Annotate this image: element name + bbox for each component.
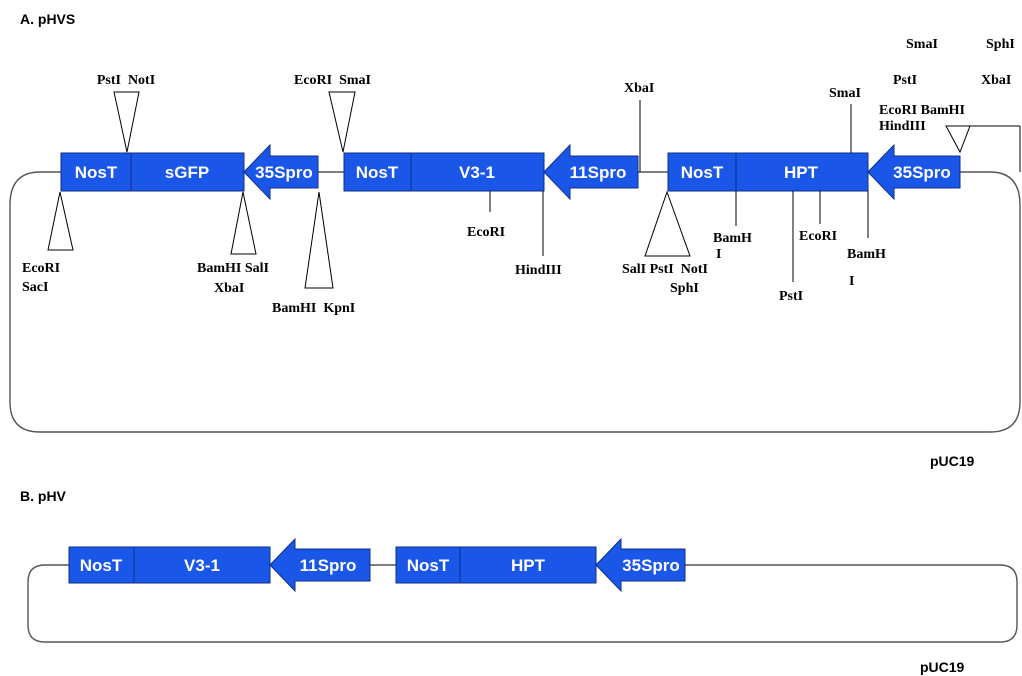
site-ecori-v31-label: EcoRI <box>467 225 505 240</box>
site-bamh-2-label-a: BamH <box>847 247 886 262</box>
site-ecori-saci-triangle <box>47 191 74 251</box>
panel-b-nost-2-label: NosT <box>407 556 450 575</box>
site-bamh-1-label-b: I <box>716 247 721 262</box>
panel-b-v31-label: V3-1 <box>184 556 220 575</box>
panel-b-v31-box <box>133 546 271 584</box>
site-psti-noti-triangle <box>113 91 140 153</box>
panel-a-11spro-arrow <box>543 143 639 201</box>
site-hindiii-top-label: HindIII <box>879 119 926 134</box>
site-bamhi-sali-triangle <box>230 191 257 255</box>
panel-a-nost-2-label: NosT <box>356 163 399 182</box>
panel-a-35spro-2-arrow <box>867 143 961 201</box>
site-psti-noti-label: PstI NotI <box>97 73 155 88</box>
panel-b-nost-2-box <box>395 546 461 584</box>
site-hindiii-label: HindIII <box>515 263 562 278</box>
site-sphi-label: SphI <box>670 281 699 296</box>
panel-a-hpt-label: HPT <box>784 163 819 182</box>
panel-a-11spro-label: 11Spro <box>570 163 627 182</box>
panel-a-v31-box <box>410 152 545 192</box>
panel-a-nost-1-box <box>60 152 132 192</box>
panel-b-nost-1-box <box>68 546 135 584</box>
site-ecori-hpt-label: EcoRI <box>799 229 837 244</box>
panel-b-11spro-arrow <box>269 537 371 593</box>
site-bamhi-kpni-label: BamHI KpnI <box>272 301 355 316</box>
site-psti-hpt-label: PstI <box>779 289 803 304</box>
panel-a-sgfp-label: sGFP <box>165 163 209 182</box>
site-ecori-smai-label: EcoRI SmaI <box>294 73 371 88</box>
panel-a-nost-3-label: NosT <box>681 163 724 182</box>
site-bamhi-sali-label-1: BamHI SalI <box>197 261 269 276</box>
site-psti-top-label: PstI <box>893 73 917 88</box>
site-smai-top-label: SmaI <box>906 37 938 52</box>
panel-a-35spro-2-label: 35Spro <box>893 163 951 182</box>
site-sali-psti-noti-triangle <box>644 190 691 257</box>
site-ecori-saci-label-2: SacI <box>22 280 48 295</box>
site-xbai-label: XbaI <box>624 81 654 96</box>
site-bamhi-kpni-triangle <box>304 191 334 289</box>
panel-b-backbone-loop <box>27 564 1018 643</box>
panel-a-sgfp-box <box>130 152 245 192</box>
site-smai-hpt-label: SmaI <box>829 86 861 101</box>
panel-a-backbone-loop <box>9 171 1021 433</box>
site-top-cluster-triangle <box>945 125 971 154</box>
panel-b-11spro-label: 11Spro <box>300 556 357 575</box>
panel-a-backbone-label: pUC19 <box>930 453 975 469</box>
panel-a-heading: A. pHVS <box>20 11 75 27</box>
site-sali-psti-noti-label: SalI PstI NotI <box>622 262 708 277</box>
panel-b-35spro-arrow <box>595 537 686 593</box>
site-bamhi-sali-label-2: XbaI <box>214 281 244 296</box>
panel-a-nost-1-label: NosT <box>75 163 118 182</box>
panel-b-heading: B. pHV <box>20 488 67 504</box>
site-sphi-top-label: SphI <box>986 37 1015 52</box>
site-bamh-1-label-a: BamH <box>713 231 752 246</box>
site-ecori-bamhi-top-label: EcoRI BamHI <box>879 103 965 118</box>
site-xbai-top-label: XbaI <box>981 73 1011 88</box>
panel-a-nost-3-box <box>667 152 737 192</box>
site-ecori-smai-triangle <box>328 91 356 153</box>
panel-b-nost-1-label: NosT <box>80 556 123 575</box>
panel-a-35spro-1-label: 35Spro <box>255 163 313 182</box>
panel-b-35spro-label: 35Spro <box>622 556 680 575</box>
panel-a-v31-label: V3-1 <box>459 163 495 182</box>
panel-a-35spro-1-arrow <box>243 143 319 201</box>
site-bamh-2-label-b: I <box>849 274 854 289</box>
site-ecori-saci-label-1: EcoRI <box>22 261 60 276</box>
panel-a-nost-2-box <box>343 152 412 192</box>
panel-b-hpt-label: HPT <box>511 556 546 575</box>
panel-b-backbone-label: pUC19 <box>920 659 965 675</box>
